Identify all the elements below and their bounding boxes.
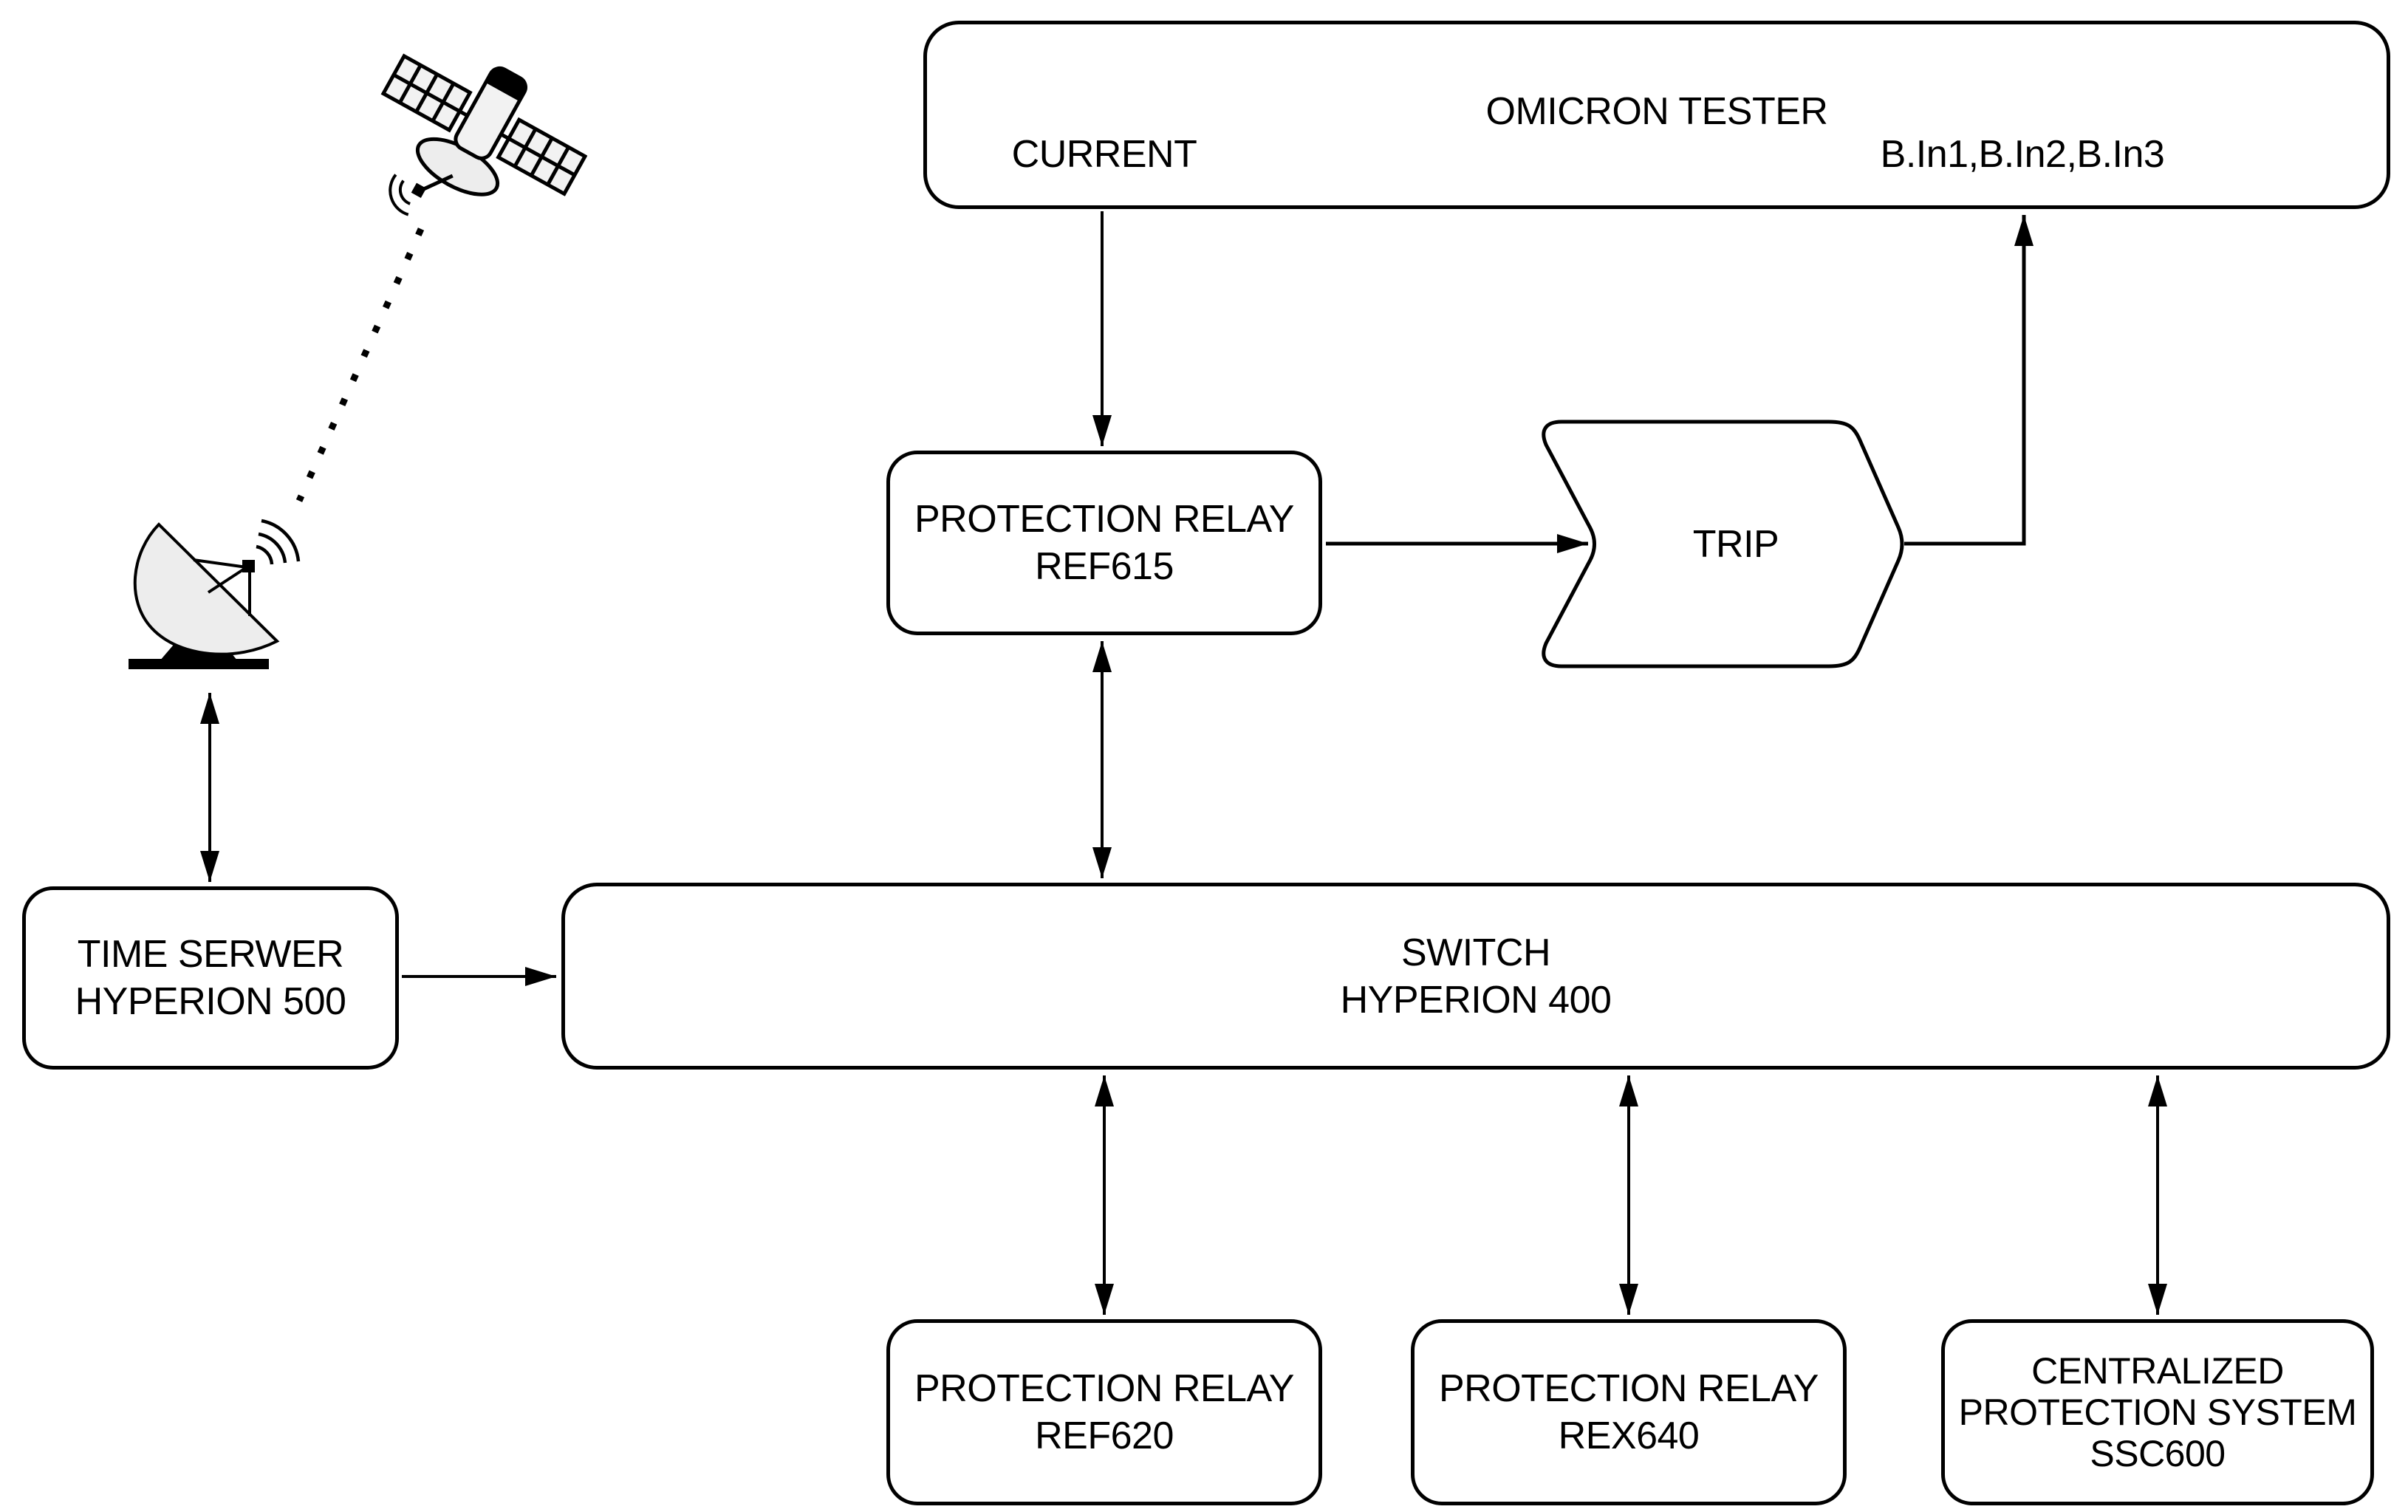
omicron-title: OMICRON TESTER [1485, 90, 1828, 133]
node-label-line: HYPERION 500 [75, 980, 346, 1023]
satellite-dish-icon [129, 519, 301, 669]
node-trip-label: TRIP [1692, 523, 1779, 566]
node-protection-relay-rex640: PROTECTION RELAY REX640 [1411, 1319, 1847, 1505]
omicron-port-current: CURRENT [1011, 133, 1197, 176]
node-centralized-protection-ssc600: CENTRALIZED PROTECTION SYSTEM SSC600 [1941, 1319, 2374, 1505]
node-label-line: CENTRALIZED [2031, 1350, 2284, 1392]
node-trip-shape [1542, 420, 1904, 668]
node-label-line: TIME SERWER [77, 933, 344, 976]
node-protection-relay-ref620: PROTECTION RELAY REF620 [886, 1319, 1322, 1505]
node-label-line: SWITCH [1400, 931, 1551, 974]
node-label-line: SSC600 [2090, 1433, 2226, 1474]
omicron-port-inputs: B.In1,B.In2,B.In3 [1880, 133, 2165, 176]
node-label-line: PROTECTION RELAY [914, 1367, 1295, 1410]
node-label-line: HYPERION 400 [1340, 978, 1612, 1022]
node-label-line: REX640 [1558, 1414, 1700, 1457]
node-label-line: REF620 [1035, 1414, 1174, 1457]
node-label-line: PROTECTION RELAY [914, 498, 1295, 541]
node-time-server-hyperion-500: TIME SERWER HYPERION 500 [22, 886, 399, 1070]
satellite-link-dotted-line [295, 228, 425, 502]
arrow-trip-to-omicron [1904, 215, 2034, 546]
node-label-line: PROTECTION RELAY [1438, 1367, 1819, 1410]
node-omicron-tester: OMICRON TESTER CURRENT B.In1,B.In2,B.In3 [923, 21, 2390, 209]
node-switch-hyperion-400: SWITCH HYPERION 400 [561, 883, 2390, 1070]
node-label-line: REF615 [1035, 545, 1174, 588]
satellite-icon [380, 53, 587, 216]
node-label-line: PROTECTION SYSTEM [1958, 1392, 2357, 1433]
node-protection-relay-ref615: PROTECTION RELAY REF615 [886, 451, 1322, 635]
